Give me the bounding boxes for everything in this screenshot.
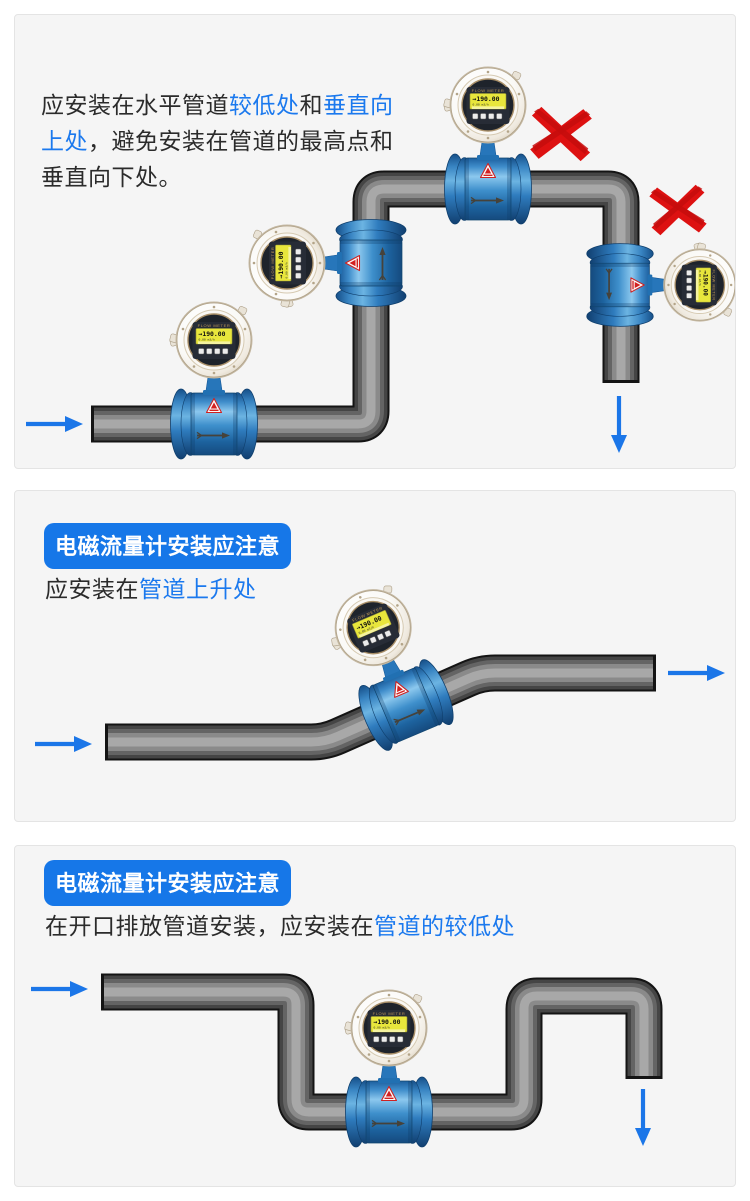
flow-in-arrow — [31, 981, 88, 997]
flow-meter-vertical-up — [247, 218, 407, 309]
panel-horizontal-install-rules: 应安装在水平管道较低处和垂直向 上处，避免安装在管道的最高点和 垂直向下处。 — [14, 14, 736, 469]
pipe-diagram-2 — [15, 574, 735, 761]
pipe-1 — [91, 170, 640, 443]
flow-in-arrow — [26, 416, 83, 432]
wrong-x-icon-1 — [529, 106, 593, 162]
flow-meter-down-wrong — [585, 241, 735, 328]
flow-meter-low-point — [343, 988, 434, 1148]
flow-meter-horizontal-low — [168, 300, 259, 460]
flow-in-arrow — [35, 736, 92, 752]
notice-badge: 电磁流量计安装应注意 — [44, 860, 292, 906]
wrong-x-icon-2 — [648, 184, 708, 236]
flow-out-arrow — [611, 396, 627, 453]
panel-rising-pipe-rule: 电磁流量计安装应注意 应安装在管道上升处 — [14, 490, 736, 822]
panel3-caption: 在开口排放管道安装，应安装在管道的较低处 — [45, 913, 515, 939]
panel1-caption: 应安装在水平管道较低处和垂直向 上处，避免安装在管道的最高点和 垂直向下处。 — [41, 92, 394, 190]
panel-open-discharge-rule: 电磁流量计安装应注意 在开口排放管道安装，应安装在管道的较低处 — [14, 845, 736, 1187]
pipe-diagram-1 — [15, 65, 735, 460]
flow-meter-top-wrong — [442, 65, 533, 225]
panel2-caption: 应安装在管道上升处 — [45, 576, 257, 602]
notice-badge: 电磁流量计安装应注意 — [44, 523, 292, 569]
flow-out-arrow — [668, 665, 725, 681]
pipe-3 — [101, 973, 663, 1131]
flow-out-arrow — [635, 1089, 651, 1146]
pipe-diagram-3 — [15, 973, 663, 1186]
